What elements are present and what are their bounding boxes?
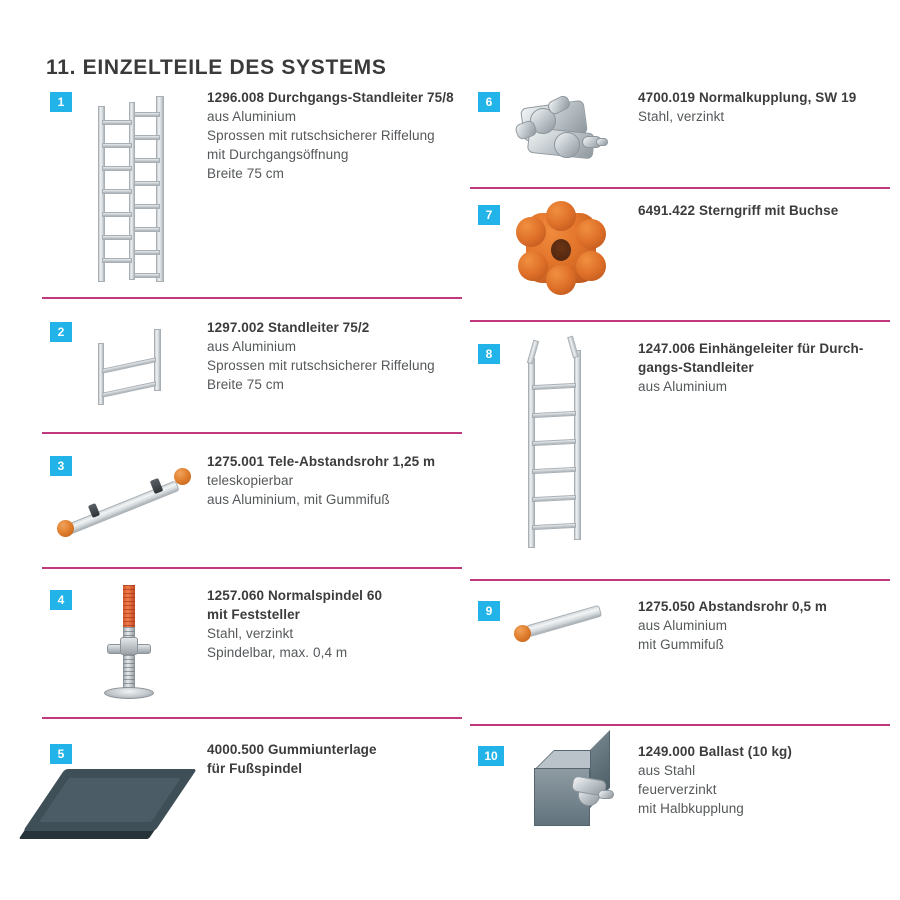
item-divider <box>470 187 890 189</box>
star-knob-grip-image <box>508 201 618 298</box>
item-divider <box>470 579 890 581</box>
item-text: 1275.001 Tele-Abstandsrohr 1,25 m telesk… <box>207 452 457 509</box>
item-badge: 5 <box>50 744 72 764</box>
item-line: mit Gummifuß <box>638 637 724 652</box>
item-heading: 1249.000 Ballast (10 kg) <box>638 744 792 759</box>
item-text: 4000.500 Gummiunterlage für Fußspindel <box>207 740 457 778</box>
item-heading: 4700.019 Normalkupplung, SW 19 <box>638 90 857 105</box>
spacer-tube-short-image <box>508 597 638 667</box>
item-line: Spindelbar, max. 0,4 m <box>207 645 348 660</box>
item-badge: 10 <box>478 746 504 766</box>
item-line: Sprossen mit rutschsicherer Riffelung <box>207 128 435 143</box>
item-line: Breite 75 cm <box>207 377 284 392</box>
item-heading: 1297.002 Standleiter 75/2 <box>207 320 370 335</box>
telescopic-spacer-tube-image <box>46 452 206 552</box>
item-line: teleskopierbar <box>207 473 294 488</box>
item-text: 1249.000 Ballast (10 kg) aus Stahl feuer… <box>638 742 878 818</box>
item-badge: 3 <box>50 456 72 476</box>
item-heading: 1296.008 Durchgangs-Standleiter 75/8 <box>207 90 454 105</box>
item-heading: 1257.060 Normalspindel 60 <box>207 588 383 603</box>
ladder-frame-8-rungs-image <box>82 92 192 287</box>
item-divider <box>470 724 890 726</box>
item-divider <box>42 717 462 719</box>
product-item: 2 1297.002 Standleiter 75/2 aus Aluminiu… <box>42 297 462 432</box>
item-line: mit Halbkupplung <box>638 801 744 816</box>
product-item: 4 1257.060 Normalspindel 60 mit Feststel… <box>42 567 462 717</box>
item-text: 1297.002 Standleiter 75/2 aus Aluminium … <box>207 318 457 394</box>
item-line: aus Aluminium <box>638 379 728 394</box>
rubber-base-pad-image <box>23 759 206 847</box>
item-line: Breite 75 cm <box>207 166 284 181</box>
item-text: 6491.422 Sterngriff mit Buchse <box>638 201 878 220</box>
product-item: 7 6491.422 Sterngriff mit Buchse <box>470 187 890 322</box>
scaffold-coupler-image <box>508 92 618 187</box>
product-item: 6 4700.019 Normalkupplung, SW 19 Stahl, … <box>470 90 890 192</box>
item-badge: 1 <box>50 92 72 112</box>
product-item: 1 <box>42 90 462 322</box>
item-line: aus Aluminium <box>638 618 728 633</box>
page-title: 11. EINZELTEILE DES SYSTEMS <box>46 56 387 79</box>
item-line: aus Aluminium <box>207 109 297 124</box>
item-line: Stahl, verzinkt <box>638 109 725 124</box>
product-item: 10 1249.000 Ballast (10 kg) aus Stahl fe… <box>470 724 890 874</box>
item-line: feuerverzinkt <box>638 782 717 797</box>
item-line: aus Aluminium, mit Gummifuß <box>207 492 390 507</box>
product-item: 5 4000.500 Gummiunterlage für Fußspindel <box>23 717 462 857</box>
item-badge: 8 <box>478 344 500 364</box>
item-text: 1257.060 Normalspindel 60 mit Feststelle… <box>207 586 457 662</box>
item-divider <box>470 320 890 322</box>
ballast-weight-image <box>516 730 636 845</box>
item-heading: 1247.006 Einhängeleiter für Durch- <box>638 341 864 356</box>
hook-on-ladder-image <box>508 335 618 556</box>
product-item: 8 1247.006 Einhängeleiter für Durch- gan… <box>470 320 890 590</box>
item-divider <box>42 297 462 299</box>
product-item: 9 1275.050 Abstandsrohr 0,5 m aus Alumin… <box>470 579 890 724</box>
adjustable-base-spindle-image <box>82 583 192 703</box>
item-heading: 6491.422 Sterngriff mit Buchse <box>638 203 839 218</box>
item-badge: 6 <box>478 92 500 112</box>
product-item: 3 1275.001 Tele-Abstandsrohr 1,25 m tele… <box>42 432 462 567</box>
item-heading: 4000.500 Gummiunterlage <box>207 742 377 757</box>
item-badge: 2 <box>50 322 72 342</box>
item-heading-second: mit Feststeller <box>207 607 301 622</box>
item-heading: 1275.001 Tele-Abstandsrohr 1,25 m <box>207 454 436 469</box>
item-badge: 4 <box>50 590 72 610</box>
ladder-frame-2-rungs-image <box>82 323 192 405</box>
item-line: Stahl, verzinkt <box>207 626 294 641</box>
item-text: 4700.019 Normalkupplung, SW 19 Stahl, ve… <box>638 88 878 126</box>
item-line: Sprossen mit rutschsicherer Riffelung <box>207 358 435 373</box>
item-line: aus Aluminium <box>207 339 297 354</box>
item-text: 1247.006 Einhängeleiter für Durch- gangs… <box>638 339 878 396</box>
item-divider <box>42 432 462 434</box>
item-badge: 9 <box>478 601 500 621</box>
item-heading-second: für Fußspindel <box>207 761 303 776</box>
item-heading-second: gangs-Standleiter <box>638 360 754 375</box>
item-text: 1275.050 Abstandsrohr 0,5 m aus Aluminiu… <box>638 597 878 654</box>
item-line: mit Durchgangsöffnung <box>207 147 349 162</box>
item-badge: 7 <box>478 205 500 225</box>
item-divider <box>42 567 462 569</box>
item-heading: 1275.050 Abstandsrohr 0,5 m <box>638 599 828 614</box>
item-text: 1296.008 Durchgangs-Standleiter 75/8 aus… <box>207 88 457 183</box>
item-line: aus Stahl <box>638 763 696 778</box>
